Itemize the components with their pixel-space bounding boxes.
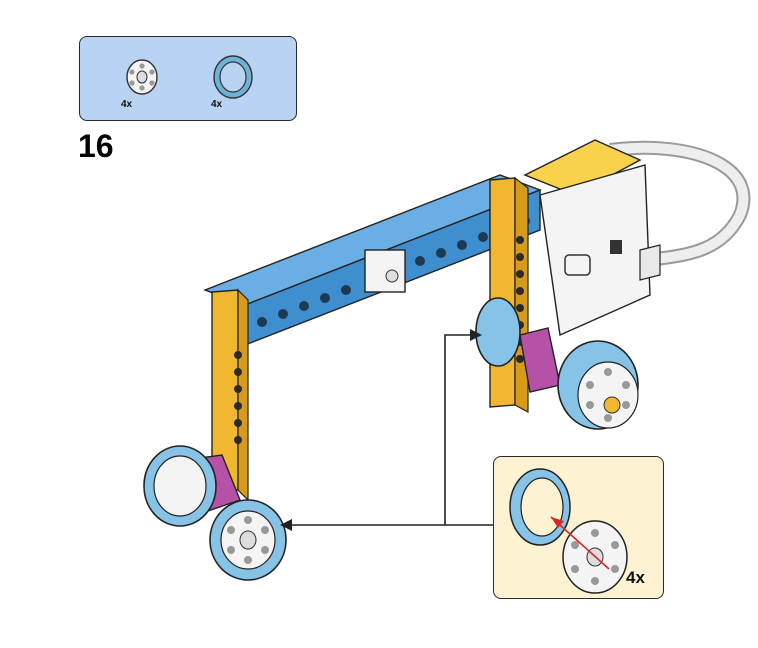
hub-quantity: 4x: [121, 99, 133, 110]
wheel-back-right: [475, 297, 521, 367]
parts-callout-art: [126, 55, 253, 99]
detail-art: [509, 468, 628, 594]
tire-icon: [213, 55, 253, 99]
wheel-front-left: [209, 499, 287, 581]
hub-motor-icon: [523, 139, 661, 337]
step-number: 16: [78, 128, 114, 164]
wheel-front-right: [557, 340, 639, 430]
arrow-icon: [292, 334, 494, 526]
tire-quantity: 4x: [211, 99, 223, 110]
wheel-hub-icon: [126, 59, 158, 95]
wheel-back-left: [143, 445, 217, 527]
detail-callout: 4x: [493, 456, 664, 599]
detail-quantity: 4x: [626, 568, 645, 587]
parts-callout: 4x 4x: [79, 36, 297, 121]
